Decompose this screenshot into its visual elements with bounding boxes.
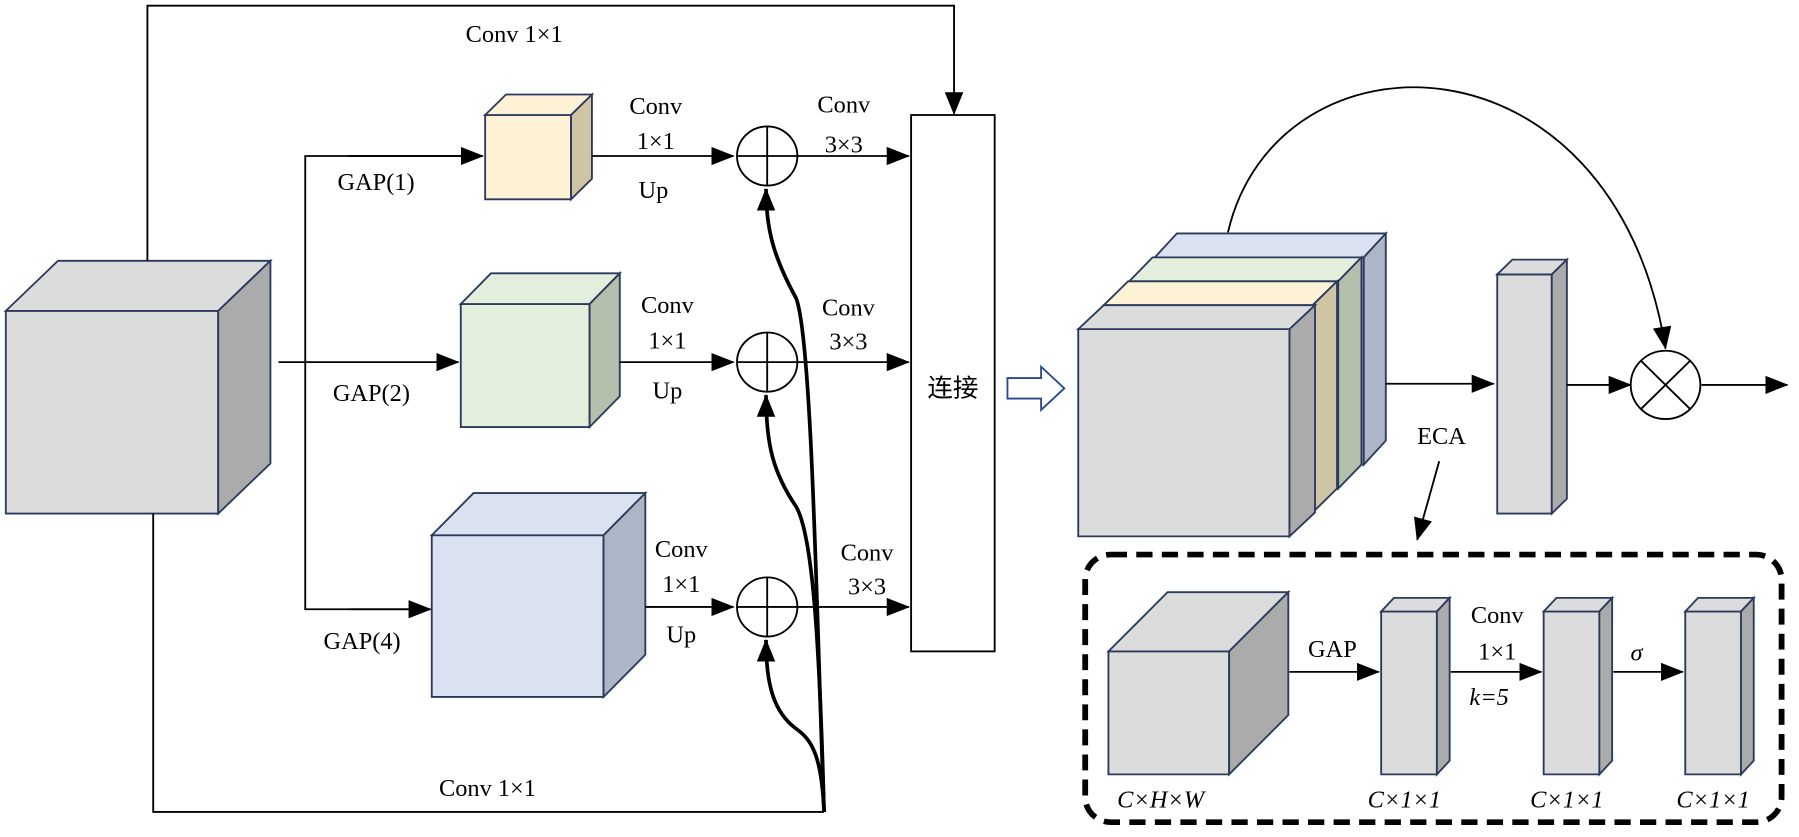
top-skip-line	[146, 4, 964, 261]
attention-skip-curve	[1227, 86, 1672, 350]
side-face	[588, 271, 621, 430]
side-face	[217, 258, 272, 516]
top-skip-label: Conv 1×1	[466, 21, 563, 48]
eca-detail-box	[1082, 551, 1785, 826]
front-face	[1496, 273, 1553, 515]
side-face	[1435, 595, 1451, 777]
dim-label-c11-3: C×1×1	[1676, 787, 1749, 814]
eca-pointer-arrow	[1414, 460, 1441, 541]
front-face	[4, 309, 220, 515]
pooled-cube-1	[482, 92, 595, 202]
branch3-kernel-label: 1×1	[662, 571, 700, 598]
eca-k-label: k=5	[1469, 684, 1508, 711]
eca-sigmoid-vector	[1683, 595, 1756, 777]
conv3-label-1: Conv	[817, 92, 871, 119]
hollow-arrow-icon	[1006, 364, 1066, 413]
branch2-up-label: Up	[652, 378, 682, 405]
skip-curve-1	[756, 187, 826, 813]
eca-gap-vector	[1379, 595, 1452, 777]
top-face	[1101, 280, 1340, 307]
front-face	[1107, 650, 1231, 776]
dim-label-c11-1: C×1×1	[1368, 787, 1441, 814]
add-node-1	[736, 125, 799, 187]
conv3-kernel-2: 3×3	[829, 329, 867, 356]
top-face	[1127, 256, 1364, 283]
feature-cubes	[3, 92, 1756, 777]
side-face	[570, 92, 593, 202]
eca-input-cube	[1106, 589, 1291, 777]
conv3-kernel-3: 3×3	[848, 574, 886, 601]
eca-label: ECA	[1417, 423, 1466, 450]
branch2-kernel-label: 1×1	[648, 328, 686, 355]
side-face	[1740, 595, 1755, 777]
front-face	[484, 114, 572, 201]
top-face	[1152, 232, 1388, 259]
front-face	[1077, 328, 1291, 538]
add-node-2	[736, 331, 799, 393]
gap-label: GAP	[1308, 636, 1357, 663]
pooled-cube-4	[429, 490, 648, 700]
front-face	[430, 534, 605, 698]
dim-label-chw: C×H×W	[1117, 787, 1206, 814]
multiply-node	[1629, 349, 1702, 420]
eca-kernel-label: 1×1	[1478, 639, 1516, 666]
front-face	[1380, 610, 1438, 776]
side-face	[1228, 589, 1290, 777]
input-feature-cube	[3, 258, 273, 516]
pooled-cube-2	[458, 271, 622, 430]
bottom-skip-label: Conv 1×1	[439, 775, 536, 802]
side-face	[1550, 257, 1568, 516]
branch1-kernel-label: 1×1	[637, 128, 675, 155]
gap1-label: GAP(1)	[337, 169, 414, 196]
branch1-conv-label: Conv	[629, 93, 683, 120]
front-face	[1542, 610, 1601, 776]
branch3-conv-label: Conv	[655, 536, 709, 563]
sigmoid-label: σ	[1631, 640, 1644, 667]
front-face	[459, 303, 591, 428]
gap4-label: GAP(4)	[324, 628, 401, 655]
add-node-3	[736, 576, 799, 638]
side-face	[602, 490, 647, 700]
top-face	[1075, 304, 1318, 331]
gap2-label: GAP(2)	[333, 380, 410, 407]
bottom-skip-line	[152, 513, 825, 813]
eca-conv-label: Conv	[1471, 602, 1525, 629]
branch1-up-label: Up	[639, 177, 669, 204]
side-face	[1311, 279, 1338, 515]
conv3-label-3: Conv	[841, 539, 895, 566]
conv3-label-2: Conv	[822, 295, 876, 322]
dim-label-c11-2: C×1×1	[1530, 787, 1603, 814]
side-face	[1337, 255, 1363, 491]
branch3-up-label: Up	[666, 621, 696, 648]
side-face	[1362, 231, 1387, 467]
branch2-conv-label: Conv	[641, 292, 695, 319]
attention-weight-block	[1494, 257, 1570, 516]
concat-block	[910, 114, 996, 653]
concat-layer-gray	[1075, 303, 1318, 539]
skip-curve-3	[756, 638, 826, 813]
concat-label: 连接	[927, 374, 978, 403]
skip-curve-2	[756, 394, 826, 812]
eca-conv-vector	[1541, 595, 1615, 777]
side-face	[1288, 303, 1316, 539]
side-face	[1598, 595, 1614, 777]
front-face	[1684, 610, 1742, 776]
conv3-kernel-1: 3×3	[825, 132, 863, 159]
